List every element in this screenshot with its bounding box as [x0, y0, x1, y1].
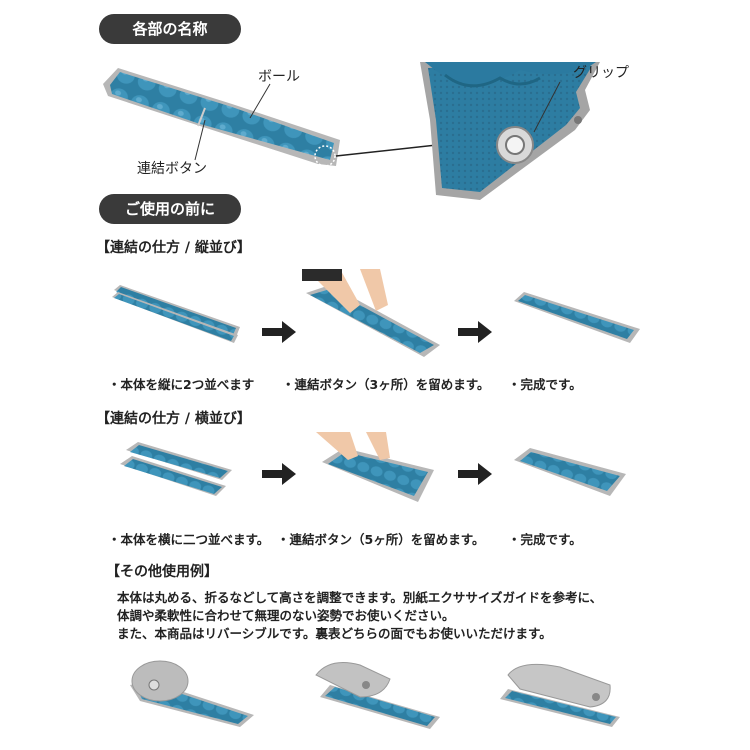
arrow-right-icon [458, 321, 492, 343]
heading-connect-vertical: 【連結の仕方 / 縦並び】 [96, 240, 251, 256]
other-uses-line: また、本商品はリバーシブルです。裏表どちらの面でもお使いいただけます。 [117, 626, 552, 641]
section-title-parts: 各部の名称 [99, 14, 241, 44]
step3-mat [514, 292, 640, 343]
heading-connect-horizontal: 【連結の仕方 / 横並び】 [96, 411, 251, 427]
step2-mat-hands [302, 269, 452, 359]
step1-mat [112, 285, 240, 343]
product-diagram [103, 62, 600, 200]
other-uses-line: 本体は丸める、折るなどして高さを調整できます。別紙エクササイズガイドを参考に、 [117, 590, 603, 605]
label-button: 連結ボタン [137, 161, 207, 177]
step-caption: ・連結ボタン（3ヶ所）を留めます。 [282, 377, 490, 392]
label-grip: グリップ [573, 65, 629, 81]
connect-horizontal-steps [120, 432, 626, 502]
step3-mat-horizontal [514, 448, 626, 496]
step2-mat-horizontal-hands [316, 432, 434, 502]
step1-mat-horizontal [120, 442, 232, 496]
mat-long [103, 68, 340, 166]
section-title-before-use: ご使用の前に [99, 194, 241, 224]
step-caption: ・完成です。 [508, 532, 582, 547]
example-stacked [500, 663, 620, 727]
arrow-right-icon [458, 463, 492, 485]
label-ball: ボール [258, 69, 300, 85]
step-caption: ・完成です。 [508, 377, 582, 392]
example-folded [315, 662, 440, 729]
grip-detail [420, 62, 600, 200]
button-highlight [314, 145, 336, 167]
other-uses-examples [130, 660, 620, 729]
step-caption: ・本体を横に二つ並べます。 [108, 532, 270, 547]
connect-vertical-steps [112, 269, 640, 359]
arrow-right-icon [262, 463, 296, 485]
example-rolled [130, 660, 254, 727]
step-caption: ・本体を縦に2つ並べます [108, 377, 255, 392]
other-uses-line: 体調や柔軟性に合わせて無理のない姿勢でお使いください。 [117, 608, 455, 623]
heading-other-uses: 【その他使用例】 [106, 564, 218, 580]
arrow-right-icon [262, 321, 296, 343]
step-caption: ・連結ボタン（5ヶ所）を留めます。 [277, 532, 485, 547]
